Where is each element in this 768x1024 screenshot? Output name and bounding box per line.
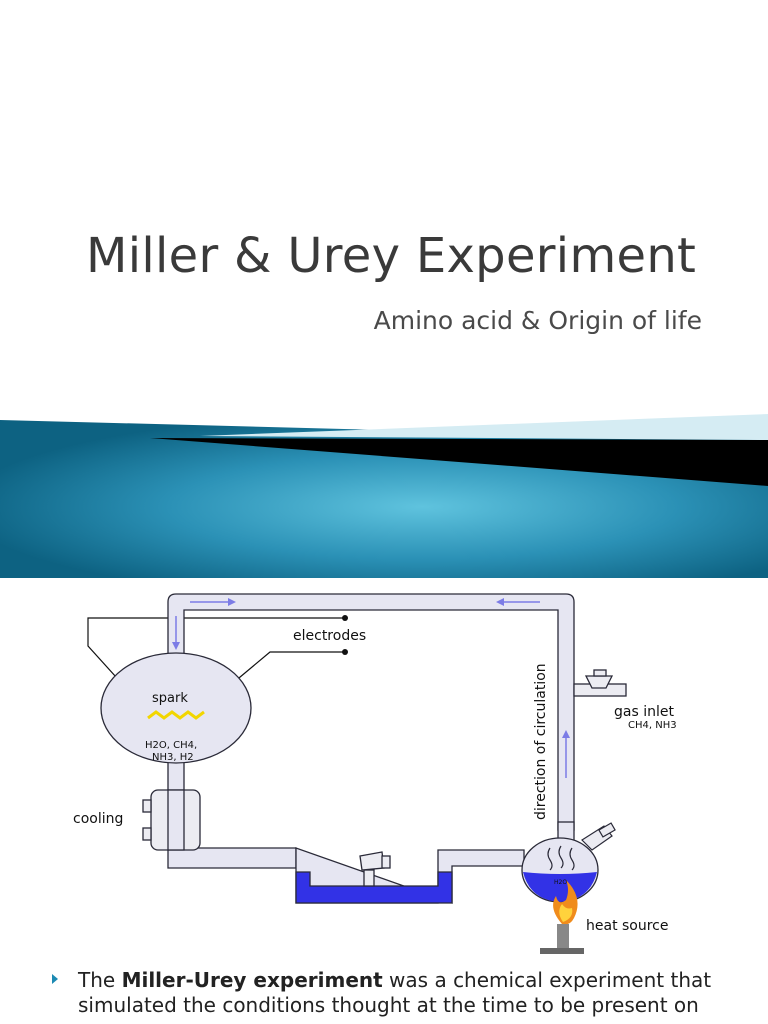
gases-label-line1: H2O, CH4, bbox=[145, 740, 197, 751]
slide-subtitle: Amino acid & Origin of life bbox=[373, 306, 702, 335]
miller-urey-apparatus-diagram: electrodes spark H2O, CH4, NH3, H2 cooli… bbox=[73, 593, 677, 954]
direction-of-circulation-label: direction of circulation bbox=[533, 663, 549, 820]
bullet-prefix: The bbox=[78, 968, 122, 992]
bullet-bold-term: Miller-Urey experiment bbox=[121, 968, 383, 992]
gas-inlet-gases-label: CH4, NH3 bbox=[628, 720, 677, 731]
bullet-rest: was a chemical experiment that simulated… bbox=[78, 968, 712, 1017]
slide-title: Miller & Urey Experiment bbox=[86, 228, 697, 284]
bullet-item: The Miller-Urey experiment was a chemica… bbox=[52, 968, 762, 1018]
gases-label-line2: NH3, H2 bbox=[152, 752, 194, 763]
bullet-arrow-icon bbox=[52, 974, 58, 984]
heat-source-label: heat source bbox=[586, 918, 669, 934]
electrodes-label: electrodes bbox=[293, 628, 366, 644]
bullet-text: The Miller-Urey experiment was a chemica… bbox=[78, 968, 762, 1018]
spark-label: spark bbox=[152, 691, 188, 706]
gas-inlet-label: gas inlet bbox=[614, 704, 674, 720]
cooling-label: cooling bbox=[73, 811, 123, 827]
flask-water-label: H2O bbox=[554, 879, 567, 886]
decorative-banner bbox=[0, 414, 768, 578]
